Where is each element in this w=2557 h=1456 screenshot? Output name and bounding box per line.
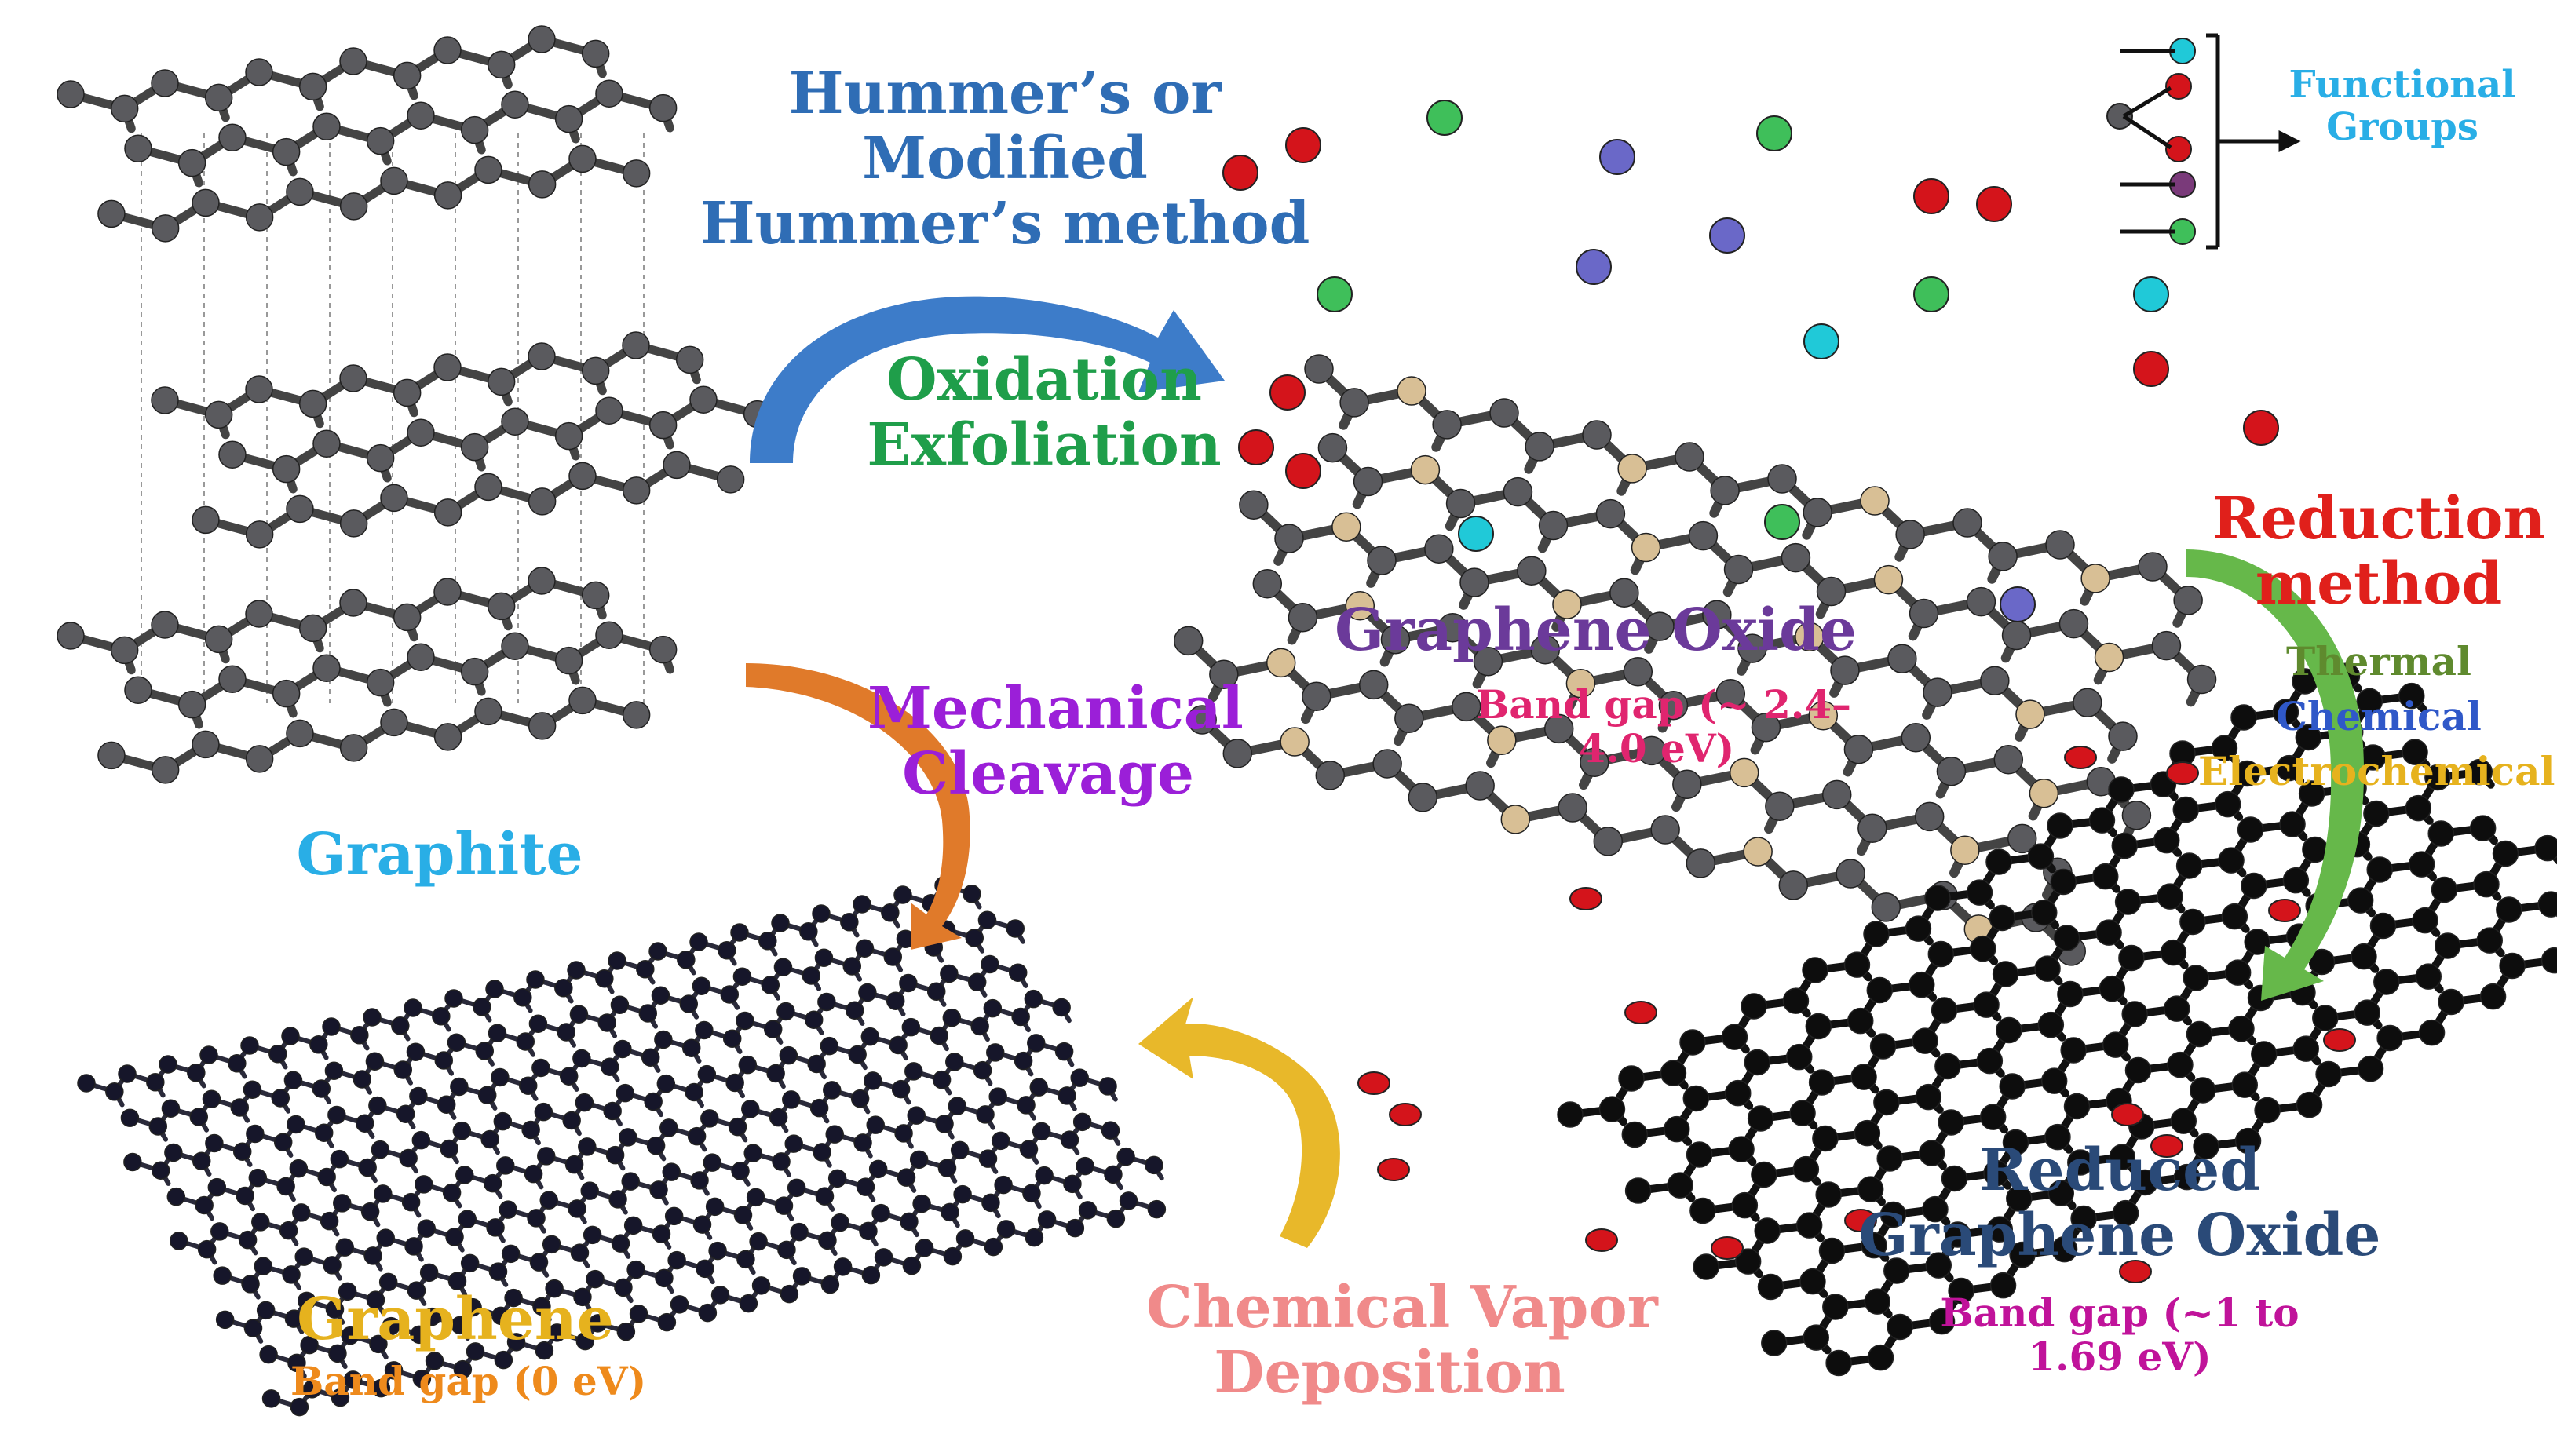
rgo-gap-line-2: 1.69 eV) xyxy=(2028,1334,2212,1380)
functional-groups-bracket xyxy=(2120,33,2301,250)
functional-group-atoms xyxy=(1222,100,2356,1283)
functional-line-2: Groups xyxy=(2326,104,2478,149)
hummers-line-1: Hummer’s or xyxy=(788,60,1222,127)
go-gap-line-2: 4.0 eV) xyxy=(1578,725,1735,772)
label-mechanical-cleavage: Mechanical Cleavage xyxy=(868,675,1244,808)
label-chemical: Chemical xyxy=(2276,693,2482,739)
oxidation-line-1: Oxidation xyxy=(886,346,1202,414)
go-gap-line-1: Band gap (~ 2.4– xyxy=(1476,681,1852,728)
functional-line-1: Functional xyxy=(2289,63,2516,107)
rgo-line-2: Graphene Oxide xyxy=(1858,1201,2381,1269)
graphite-layer-middle xyxy=(151,331,772,549)
graphene-sheet xyxy=(77,876,1167,1417)
label-rgo-band-gap: Band gap (~1 to 1.69 eV) xyxy=(1908,1291,2332,1379)
arrow-cvd xyxy=(1138,997,1340,1248)
rgo-gap-line-1: Band gap (~1 to xyxy=(1940,1290,2299,1336)
reduced-graphene-oxide-sheet xyxy=(1557,662,2557,1377)
reduction-line-1: Reduction xyxy=(2212,485,2546,553)
label-chemical-vapor-deposition: Chemical Vapor Deposition xyxy=(1146,1274,1658,1407)
label-graphene-oxide: Graphene Oxide xyxy=(1335,597,1857,664)
graphene-oxide-sheet xyxy=(1173,354,2217,966)
rgo-line-1: Reduced xyxy=(1978,1137,2260,1204)
label-graphite: Graphite xyxy=(296,821,583,889)
graphite-layer-bottom xyxy=(57,567,678,784)
arrow-oxidation xyxy=(750,296,1225,463)
label-graphene: Graphene xyxy=(297,1286,614,1353)
cvd-line-1: Chemical Vapor xyxy=(1146,1274,1658,1341)
label-electrochemical: Electrochemical xyxy=(2198,748,2555,794)
arrow-mechanical xyxy=(746,663,970,950)
cvd-line-2: Deposition xyxy=(1214,1338,1565,1407)
label-thermal: Thermal xyxy=(2285,638,2471,684)
label-graphene-band-gap: Band gap (0 eV) xyxy=(290,1358,647,1404)
oxidation-line-2: Exfoliation xyxy=(867,411,1222,479)
mechanical-line-1: Mechanical xyxy=(868,675,1244,743)
label-reduction-method: Reduction method xyxy=(2206,487,2552,617)
label-functional-groups: Functional Groups xyxy=(2261,64,2544,149)
label-graphene-oxide-band-gap: Band gap (~ 2.4– 4.0 eV) xyxy=(1476,681,1852,772)
arrow-reduction xyxy=(2186,549,2365,1001)
label-reduced-graphene-oxide: Reduced Graphene Oxide xyxy=(1837,1138,2402,1268)
graphite-layer-top xyxy=(57,25,678,243)
hummers-line-3: Hummer’s method xyxy=(700,189,1310,257)
reduction-line-2: method xyxy=(2255,549,2503,618)
label-oxidation-exfoliation: Oxidation Exfoliation xyxy=(848,348,1240,478)
mechanical-line-2: Cleavage xyxy=(902,739,1194,808)
hummers-line-2: Modified xyxy=(862,124,1148,192)
label-hummers-method: Hummer’s or Modified Hummer’s method xyxy=(691,61,1319,257)
